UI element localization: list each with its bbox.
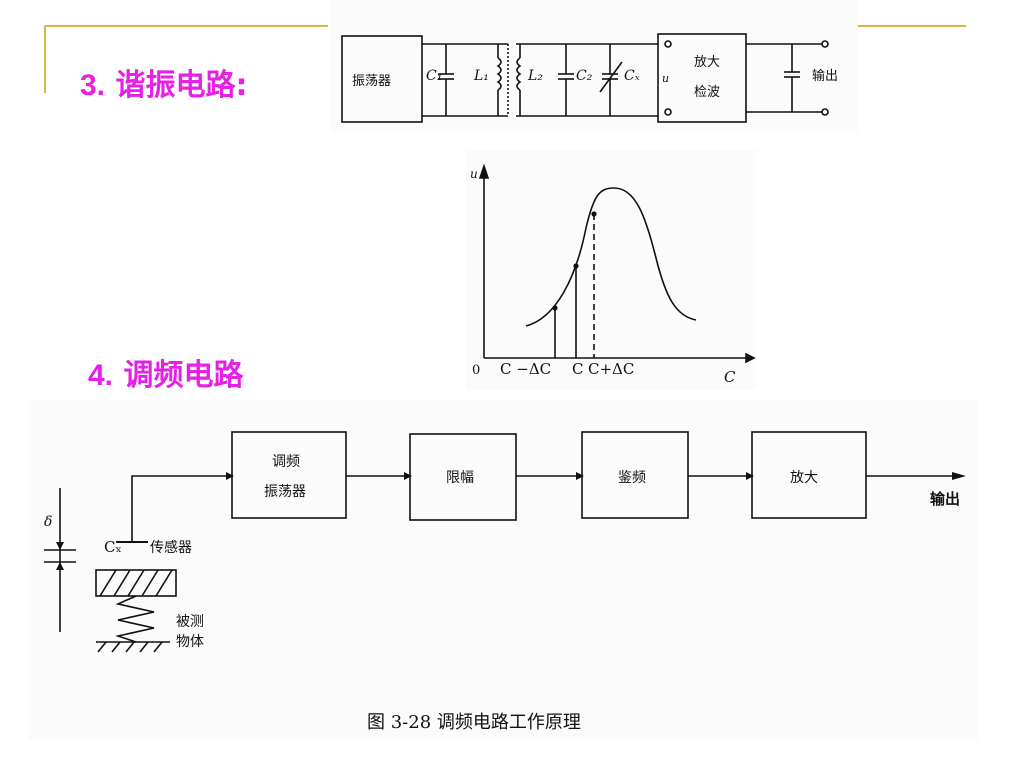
amp-detector-box bbox=[657, 33, 747, 123]
tick-c-plus: C+ΔC bbox=[588, 360, 634, 378]
object-label-1: 被测 bbox=[176, 614, 204, 630]
cx-label: Cₓ bbox=[624, 68, 640, 84]
x-axis-label: C bbox=[724, 368, 736, 386]
u-label: u bbox=[662, 72, 669, 85]
heading-number: 4. bbox=[88, 359, 114, 392]
resonance-curve-line bbox=[525, 187, 697, 327]
heading-title: 调频电路 bbox=[113, 358, 244, 393]
resonant-circuit-scan bbox=[330, 0, 858, 132]
title-rule-vertical bbox=[44, 25, 46, 93]
y-axis-label: u bbox=[470, 167, 478, 181]
block-fm-label-2: 振荡器 bbox=[264, 484, 306, 500]
oscillator-box bbox=[341, 35, 423, 123]
output-label: 输出 bbox=[812, 68, 838, 84]
fm-diagram-scan bbox=[28, 400, 978, 740]
spring bbox=[115, 595, 155, 643]
amp-label: 放大 bbox=[694, 55, 720, 70]
l2-label: L₂ bbox=[527, 68, 543, 84]
l1-label: L₁ bbox=[473, 68, 489, 84]
curve-point-mid bbox=[573, 263, 579, 269]
c1-label: C₁ bbox=[426, 68, 442, 84]
tick-c-minus: C −ΔC bbox=[500, 360, 551, 378]
origin-label: 0 bbox=[472, 363, 480, 378]
heading-resonant-circuit: 3. 谐振电路: bbox=[80, 60, 247, 104]
resonance-curve-scan bbox=[466, 150, 756, 390]
heading-fm-circuit: 4. 调频电路 bbox=[88, 350, 243, 394]
resonance-curve: u 0 C −ΔC C C+ΔC C bbox=[470, 163, 756, 386]
block-fm-label-1: 调频 bbox=[272, 454, 300, 470]
heading-number: 3. bbox=[80, 69, 106, 102]
cx-label: Cₓ bbox=[104, 538, 122, 556]
delta-label: δ bbox=[44, 514, 52, 530]
tick-c: C bbox=[572, 360, 583, 378]
output-label: 输出 bbox=[930, 490, 960, 508]
figure-caption: 图 3-28 调频电路工作原理 bbox=[367, 712, 581, 733]
block-fm-oscillator bbox=[231, 431, 347, 519]
fm-block-diagram: 调频 振荡器 限幅 鉴频 放大 输出 Cₓ 传感器 δ 被测 物体 bbox=[44, 431, 966, 653]
block-limiter-label: 限幅 bbox=[446, 470, 474, 486]
curve-point-high bbox=[591, 211, 597, 217]
resonant-circuit-diagram: 振荡器 C₁ L₁ L₂ C₂ Cₓ u 放大 检波 输出 bbox=[341, 33, 838, 123]
oscillator-label: 振荡器 bbox=[352, 74, 391, 89]
block-amplifier-label: 放大 bbox=[790, 470, 818, 486]
heading-title: 谐振电路: bbox=[105, 68, 248, 103]
sensor-label: 传感器 bbox=[150, 539, 192, 556]
title-rule-right bbox=[858, 25, 966, 27]
c2-label: C₂ bbox=[576, 68, 593, 84]
object-label-2: 物体 bbox=[176, 634, 204, 650]
detector-label: 检波 bbox=[694, 85, 720, 100]
title-rule-left bbox=[44, 25, 328, 27]
curve-point-low bbox=[552, 305, 558, 311]
block-discriminator-label: 鉴频 bbox=[618, 470, 646, 486]
